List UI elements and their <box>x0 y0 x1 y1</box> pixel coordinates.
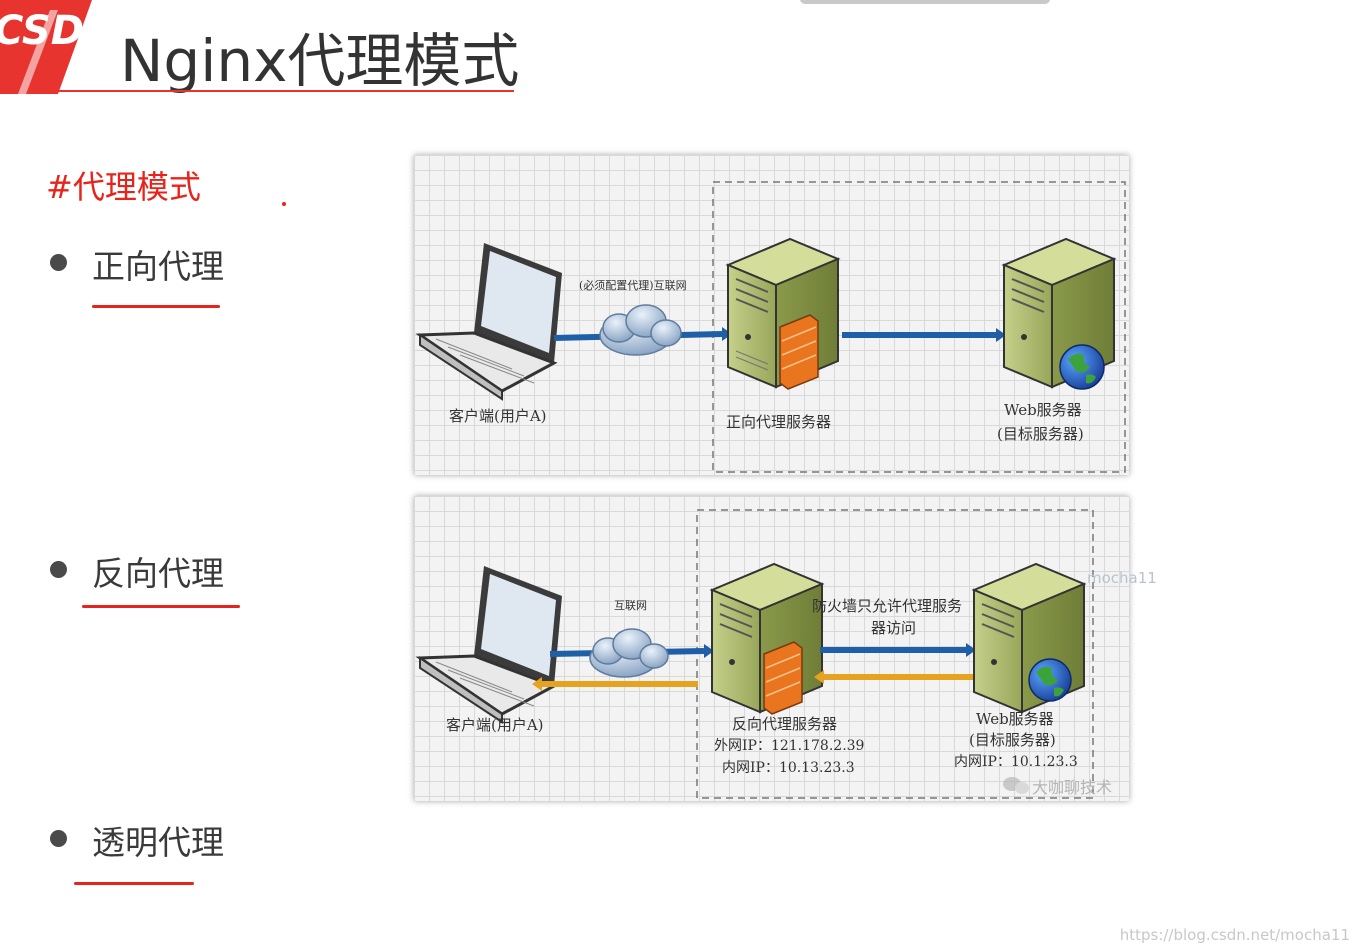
bullet-dot <box>50 254 67 271</box>
cloud-icon <box>599 304 682 356</box>
page-title: Nginx代理模式 <box>120 27 520 95</box>
laptop-icon <box>415 566 562 724</box>
csdn-logo: CSD <box>0 0 92 94</box>
bullet-label: 反向代理 <box>92 554 224 593</box>
globe-icon <box>1028 658 1072 702</box>
firewall-note-line2: 器访问 <box>871 619 917 637</box>
client-label: 客户端(用户A) <box>446 716 544 734</box>
bullet-dot <box>50 830 67 847</box>
forward-proxy-label: 正向代理服务器 <box>726 413 832 431</box>
web-server-label: Web服务器 <box>1004 401 1082 419</box>
proxy-zone-boundary <box>712 181 1126 473</box>
firewall-icon <box>763 641 803 715</box>
client-label: 客户端(用户A) <box>449 407 547 425</box>
user-watermark: mocha11 <box>1087 569 1157 587</box>
reverse-proxy-label: 反向代理服务器 <box>732 715 838 733</box>
logo-text: CSD <box>0 8 84 54</box>
footer-url: https://blog.csdn.net/mocha11 <box>1119 926 1350 944</box>
server-icon <box>971 562 1087 714</box>
bullet-label: 正向代理 <box>92 247 224 286</box>
reverse-underline <box>82 605 240 608</box>
red-dot-mark <box>282 202 286 206</box>
forward-underline <box>92 305 220 308</box>
cloud-icon <box>589 628 669 678</box>
title-underline <box>46 90 514 92</box>
web-internal-ip: 内网IP：10.1.23.3 <box>954 754 1078 770</box>
wechat-watermark: 大咖聊技术 <box>1032 778 1113 797</box>
section-title: #代理模式 <box>46 168 201 206</box>
internet-link-label: (必须配置代理)互联网 <box>579 279 687 292</box>
proxy-internal-ip: 内网IP：10.13.23.3 <box>722 760 855 776</box>
laptop-icon <box>415 243 562 401</box>
forward-proxy-diagram: (必须配置代理)互联网 客户端(用户A) 正向代理服务器 Web服务器 (目标服… <box>414 155 1129 475</box>
bullet-label: 透明代理 <box>92 823 224 862</box>
firewall-icon <box>779 314 819 390</box>
firewall-note-line1: 防火墙只允许代理服务 <box>812 597 963 615</box>
proxy-external-ip: 外网IP：121.178.2.39 <box>714 738 865 754</box>
transparent-underline <box>74 882 194 885</box>
bullet-dot <box>50 561 67 578</box>
web-server-label: Web服务器 <box>976 710 1054 728</box>
wechat-icon <box>1003 777 1029 794</box>
target-server-label: (目标服务器) <box>969 731 1056 749</box>
reverse-proxy-diagram: 互联网 防火墙只允许代理服务 器访问 客户端(用户A) 反向代理服务器 外网IP… <box>414 496 1129 801</box>
target-server-label: (目标服务器) <box>997 425 1084 443</box>
globe-icon <box>1059 344 1105 390</box>
internet-link-label: 互联网 <box>614 599 647 612</box>
top-shadow-decoration <box>800 0 1050 4</box>
